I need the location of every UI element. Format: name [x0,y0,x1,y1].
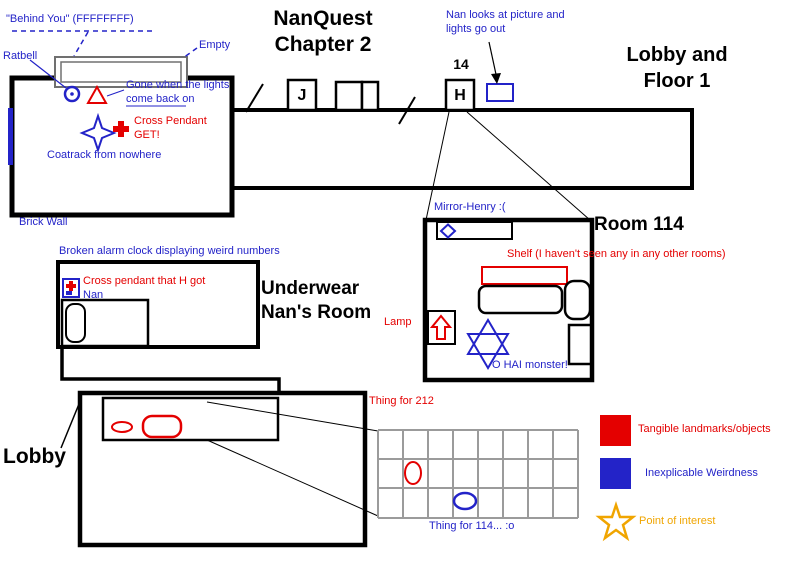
annotation-empty: Empty [199,39,231,51]
empty-pointer-line [182,47,198,59]
annotation-thing-114: Thing for 114... :o [429,520,515,532]
shelf-icon [481,266,568,285]
door-slash-1 [245,83,264,113]
lobby-room [60,390,379,548]
annotation-cross-pendant-get: Cross Pendant GET! [134,115,207,141]
cross-pendant-icon [113,121,129,137]
thing-for-212-icon [404,461,422,485]
desk-zoom-line-top [206,401,379,432]
room114-projection-right [466,111,591,221]
nans-room-line1: Underwear [261,278,360,299]
annotation-shelf-note: Shelf (I haven't seen any in any other r… [507,248,726,260]
behind-you-room [8,30,235,218]
lobby-floor1-line1: Lobby and [626,44,728,66]
door-j-label: J [297,87,307,104]
pendant-box [62,278,80,298]
desk-grid [377,429,579,519]
legend-red-square-icon [600,415,631,446]
behind-you-pointer-diag [73,31,89,57]
room114-pillow [563,279,592,321]
annotation-cross-pendant-h: Cross pendant that H got [83,275,206,287]
sparkle-star-icon [79,112,117,154]
title-line1: NanQuest [273,7,373,30]
pendant-nan-mark [66,291,72,295]
desk-zoom-line-bottom [206,439,379,517]
area-lobby: Lobby [3,445,66,468]
annotation-behind-you: "Behind You" (FFFFFFFF) [6,13,134,25]
nans-pillow [65,303,86,343]
desk-object-rounded [141,414,183,439]
lobby-wall [77,390,368,548]
annotation-o-hai: O HAI monster! [492,359,568,371]
nans-room-passage [60,347,281,394]
nans-room [56,260,281,394]
annotation-coatrack: Coatrack from nowhere [47,149,162,161]
mirror-henry-diamond-icon [439,223,457,239]
area-lobby-floor1: Lobby and Floor 1 [618,42,736,94]
annotation-broken-clock: Broken alarm clock displaying weird numb… [59,245,280,257]
room114-bed [477,284,564,315]
annotation-nan-looks: Nan looks at picture and lights go out [446,9,565,35]
annotation-nan: Nan [83,289,104,301]
legend-star-icon [595,501,637,542]
nan-looks-arrow-line [488,41,498,80]
corridor [232,41,694,221]
title-line2: Chapter 2 [274,33,372,56]
lamp-arrow-icon [429,314,453,340]
red-triangle-object [86,84,108,104]
nans-bed [60,298,150,348]
room-114 [422,217,595,383]
annotation-lamp: Lamp [384,316,412,328]
door-h-box [444,78,476,112]
weird-picture-box [486,83,514,102]
thing-for-114-icon [452,491,478,511]
legend-symbols [595,415,637,542]
annotation-brick-wall: Brick Wall [19,216,68,228]
legend-blue-square-icon [600,458,631,489]
door-j-box [286,78,318,112]
nan-looks-arrow-head [491,73,501,84]
lobby-pointer-line [60,403,80,449]
legend-label-weirdness: Inexplicable Weirdness [645,467,758,479]
area-room-114: Room 114 [594,214,684,235]
coatrack-icon [8,108,13,165]
gone-pointer-line [106,89,125,97]
door-box-b [360,80,380,112]
lobby-floor1-line2: Floor 1 [643,70,711,92]
room114-wall [422,217,595,383]
room114-projection-left [425,111,450,221]
nans-room-line2: Nan's Room [261,302,372,323]
annotation-thing-212: Thing for 212 [369,395,434,407]
page-title: NanQuest Chapter 2 [238,6,408,58]
annotation-gone-lights: Gone when the lights come back on [126,79,230,105]
legend-label-tangible: Tangible landmarks/objects [638,423,771,435]
lamp-box [427,310,456,345]
monster-star-up [466,318,510,355]
ratbell-pointer-line [29,59,67,89]
counter-inner [60,61,182,83]
ratbell-icon [63,85,81,103]
ratbell-dot [70,92,74,96]
room114-nightstand [567,323,594,366]
mirror-box [436,221,513,240]
pendant-cross-v [69,281,73,291]
door-box-a [334,80,364,112]
door-slash-2 [398,96,416,125]
monster-star-down [466,333,510,370]
front-desk [101,396,280,442]
area-nans-room: Underwear Nan's Room [261,277,371,325]
desk-object-ellipse [111,421,133,433]
annotation-ratbell: Ratbell [3,50,38,62]
door-h-label: H [454,87,466,104]
nans-room-wall [56,260,260,349]
room-14-number: 14 [453,56,469,72]
grid-lines [377,429,579,519]
legend-label-interest: Point of interest [639,515,716,527]
annotation-mirror-henry: Mirror-Henry :( [434,201,506,213]
